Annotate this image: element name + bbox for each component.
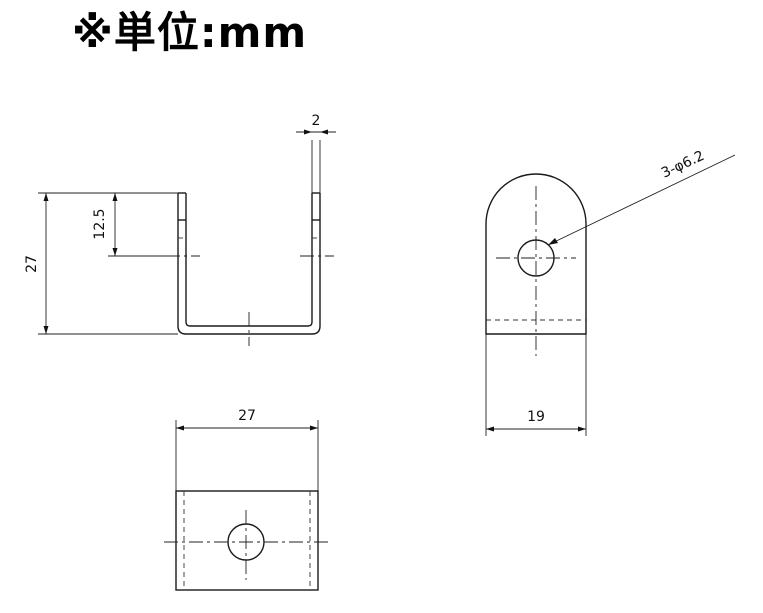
side-view: 3-φ6.2 19 [485, 148, 736, 436]
hole-height-arrow-top [112, 193, 118, 201]
width-arrow-right [578, 426, 586, 432]
dim-thickness: 2 [312, 113, 321, 129]
dim-side-width: 19 [527, 409, 545, 425]
front-view: 2 12.5 27 [24, 113, 336, 346]
unit-note: ※単位:mm [72, 8, 308, 57]
hole-height-arrow-bottom [112, 248, 118, 256]
hole-leader-line [547, 154, 736, 246]
dim-height: 27 [24, 255, 40, 273]
front-view-inner-outline [185, 193, 313, 327]
front-view-outer-outline [177, 193, 321, 335]
width-arrow-left [486, 426, 494, 432]
dim-bottom-width: 27 [238, 408, 256, 424]
thickness-arrow-left [304, 129, 312, 135]
bottom-view-outline [175, 490, 319, 591]
thickness-arrow-right [320, 129, 328, 135]
bottom-width-arrow-right [310, 425, 318, 431]
bottom-width-arrow-left [176, 425, 184, 431]
height-arrow-top [43, 193, 49, 201]
height-arrow-bottom [43, 326, 49, 334]
bottom-view: 27 [164, 408, 330, 591]
dim-hole-height: 12.5 [92, 208, 108, 239]
hole-leader-arrow [548, 238, 558, 245]
side-view-outline [485, 173, 587, 335]
dim-hole-note: 3-φ6.2 [659, 148, 707, 182]
